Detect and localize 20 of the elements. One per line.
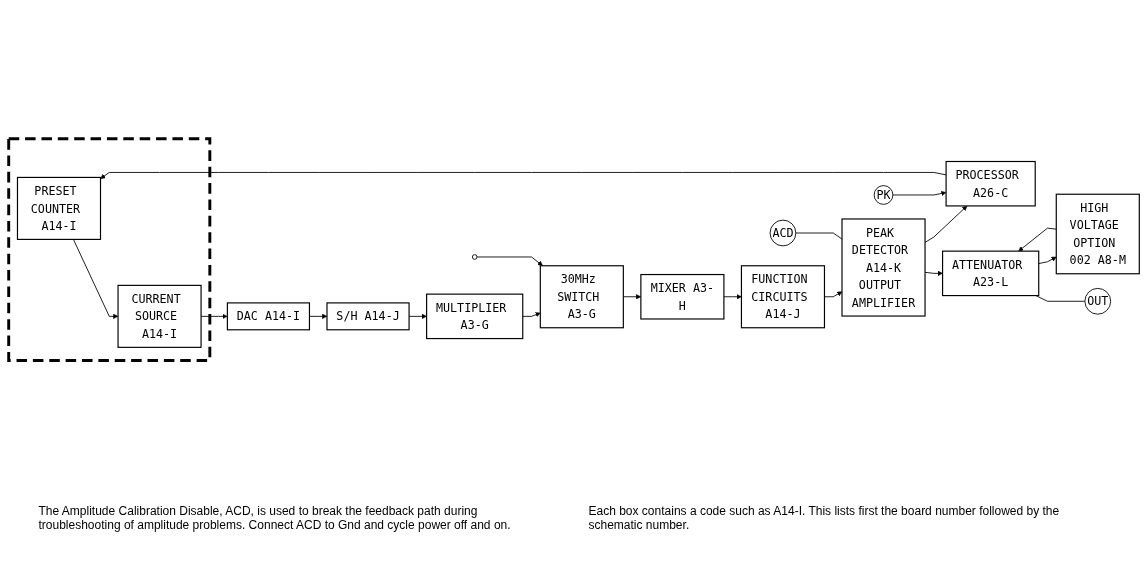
note: The Amplitude Calibration Disable, ACD, is used to break the feedback path during troubleshooting of amplitude problems. Connect ACD to Gnd and cycle power off and on. xyxy=(38,504,512,532)
cluster xyxy=(6,137,211,363)
node-box: DAC A14-I xyxy=(226,302,310,331)
node-circle: ACD xyxy=(769,220,796,247)
node-box: 30MHz SWITCH A3-G xyxy=(539,265,624,329)
node-circle: OUT xyxy=(1083,288,1111,315)
node-box: HIGH VOLTAGE OPTION 002 A8-M xyxy=(1055,194,1140,275)
node-circle xyxy=(471,254,477,261)
node-box: CURRENT SOURCE A14-I xyxy=(116,285,202,349)
node-box: ATTENUATOR A23-L xyxy=(941,250,1039,297)
node-box: S/H A14-J xyxy=(325,302,410,331)
note: Each box contains a code such as A14-I. This lists first the board number followed by the schematic number. xyxy=(588,504,1061,532)
node-box: MIXER A3-H xyxy=(639,274,724,320)
node-box: PEAK DETECTOR A14-K OUTPUT AMPLIFIER xyxy=(840,218,926,318)
node-box: PROCESSOR A26-C xyxy=(945,161,1036,207)
node-box: FUNCTION CIRCUITS A14-J xyxy=(740,265,825,329)
node-box: MULTIPLIER A3-G xyxy=(425,293,523,340)
connector xyxy=(794,232,842,240)
node-box: PRESET COUNTER A14-I xyxy=(16,177,101,241)
node-circle: PK xyxy=(873,185,893,206)
